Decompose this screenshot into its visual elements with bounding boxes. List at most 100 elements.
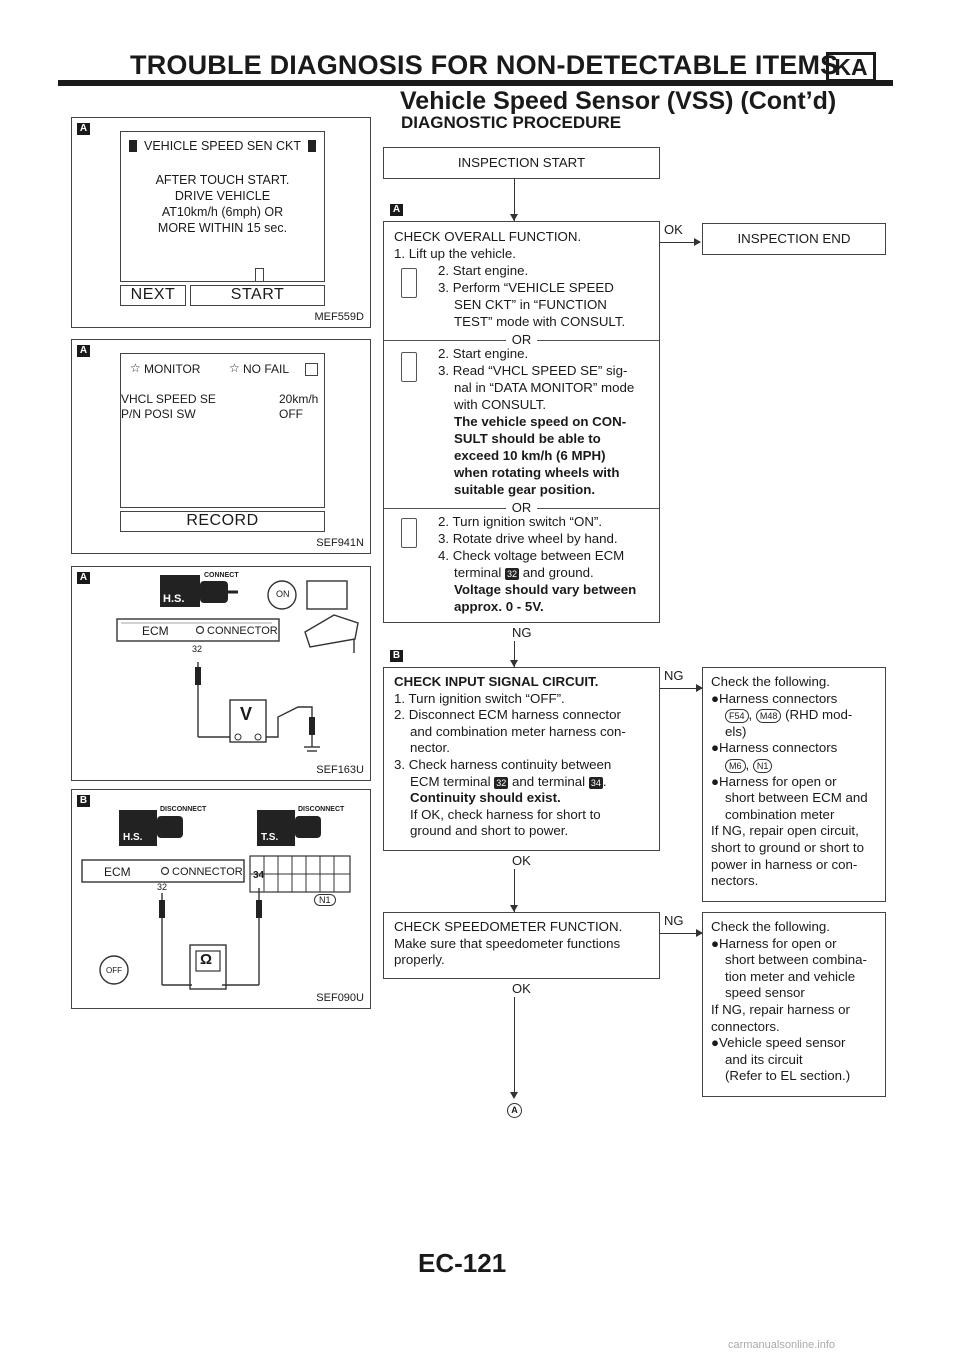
flow-connector bbox=[514, 641, 516, 667]
step-line: combination meter bbox=[725, 806, 835, 822]
terminal-sign-icon bbox=[257, 810, 295, 846]
page-header-title: TROUBLE DIAGNOSIS FOR NON-DETECTABLE ITE… bbox=[130, 50, 839, 80]
bullet-icon: ● bbox=[711, 935, 720, 951]
disconnect-label: DISCONNECT bbox=[160, 806, 207, 813]
step-line: nector. bbox=[410, 740, 450, 756]
page-number: EC-121 bbox=[418, 1248, 507, 1278]
screen-line: AFTER TOUCH START. bbox=[155, 173, 290, 187]
figure-caption: SEF941N bbox=[316, 537, 364, 549]
ng-label: NG bbox=[664, 668, 684, 683]
screen-line: MORE WITHIN 15 sec. bbox=[157, 221, 288, 235]
flow-connector bbox=[514, 997, 516, 1092]
step-text: and ground. bbox=[522, 565, 594, 580]
monitor-row-value: OFF bbox=[279, 407, 303, 421]
screen-line: AT10km/h (6mph) OR bbox=[161, 205, 284, 219]
figure-tag: A bbox=[77, 123, 90, 135]
monitor-row-value: 20km/h bbox=[279, 392, 319, 406]
step-line: 4. Check voltage between ECM bbox=[438, 548, 625, 563]
step-line: ground and short to power. bbox=[410, 823, 569, 839]
terminal-badge: 34 bbox=[588, 776, 603, 789]
monitor-label: MONITOR bbox=[144, 362, 201, 376]
connector-label: CONNECTOR bbox=[172, 866, 243, 878]
step-text: terminal bbox=[454, 565, 502, 580]
connector-plug-icon bbox=[295, 816, 321, 838]
figure-caption: MEF559D bbox=[314, 311, 364, 323]
flow-connector bbox=[660, 688, 702, 690]
bullet-icon: ● bbox=[711, 690, 720, 706]
step-line: exceed 10 km/h (6 MPH) bbox=[454, 448, 606, 463]
flow-inspection-end: INSPECTION END bbox=[702, 223, 886, 255]
step-line: 3. Rotate drive wheel by hand. bbox=[438, 531, 618, 546]
figure-continuity-check: B H.S. T.S. DISCONNECT DISCONNECT ECM CO… bbox=[71, 789, 371, 1009]
flow-step-tag: B bbox=[390, 650, 403, 662]
step-title: CHECK INPUT SIGNAL CIRCUIT. bbox=[394, 674, 599, 689]
connect-label: CONNECT bbox=[204, 572, 239, 579]
screen-line: DRIVE VEHICLE bbox=[174, 189, 271, 203]
flow-step-tag: A bbox=[390, 204, 403, 216]
header-rule bbox=[58, 80, 893, 86]
consult-tool-icon bbox=[401, 352, 417, 382]
flow-check-input-signal: CHECK INPUT SIGNAL CIRCUIT. 1. Turn igni… bbox=[383, 667, 660, 851]
step-line: If NG, repair open circuit, bbox=[711, 823, 859, 839]
flow-ng-check-harness: Check the following. ●Harness connectors… bbox=[702, 667, 886, 902]
flow-connector bbox=[660, 933, 702, 935]
off-label: OFF bbox=[106, 966, 122, 975]
start-button: START bbox=[190, 285, 325, 306]
flow-arrow-icon bbox=[510, 214, 518, 221]
step-line: 1. Turn ignition switch “OFF”. bbox=[394, 690, 565, 706]
figure-consult-data-monitor: A ☆ MONITOR ☆ NO FAIL VHCL SPEED SE 20km… bbox=[71, 339, 371, 554]
flow-arrow-icon bbox=[696, 929, 703, 937]
step-line: 3. Perform “VEHICLE SPEED bbox=[438, 280, 614, 295]
ok-label: OK bbox=[512, 853, 531, 868]
step-line: els) bbox=[725, 723, 747, 739]
bullet-item: ●Harness connectors bbox=[711, 690, 838, 706]
step-line: tion meter and vehicle bbox=[725, 968, 856, 984]
ecm-connector-box bbox=[116, 618, 280, 642]
terminal-badge: 32 bbox=[494, 776, 509, 789]
meter-label: Ω bbox=[200, 951, 213, 968]
step-line: TEST” mode with CONSULT. bbox=[454, 314, 626, 329]
bullet-item: F54, M48 (RHD mod- bbox=[711, 707, 877, 724]
bullet-icon: ● bbox=[711, 740, 720, 756]
step-line: and combination meter harness con- bbox=[410, 723, 626, 739]
ignition-key-off-icon bbox=[99, 955, 129, 985]
connector-badge: M48 bbox=[755, 709, 782, 724]
step-line: Voltage should vary between bbox=[454, 582, 637, 597]
step-text: and terminal bbox=[511, 773, 586, 789]
figure-caption: SEF090U bbox=[316, 992, 364, 1004]
ok-label: OK bbox=[512, 981, 531, 996]
ng-label: NG bbox=[664, 913, 684, 928]
flow-check-overall-function: CHECK OVERALL FUNCTION. 1. Lift up the v… bbox=[383, 221, 660, 623]
step-line: (Refer to EL section.) bbox=[725, 1068, 851, 1084]
flow-connector bbox=[660, 242, 700, 244]
flow-arrow-icon bbox=[510, 1092, 518, 1099]
step-line: 2. Start engine. bbox=[438, 263, 529, 278]
hand-pointer-icon bbox=[255, 268, 264, 282]
step-line: nal in “DATA MONITOR” mode bbox=[454, 380, 635, 395]
section-title: DIAGNOSTIC PROCEDURE bbox=[401, 113, 622, 132]
step-line: and its circuit bbox=[725, 1051, 803, 1067]
monitor-row-label: P/N POSI SW bbox=[121, 407, 196, 421]
voltage-check-diagram bbox=[116, 575, 359, 752]
figure-caption: SEF163U bbox=[316, 764, 364, 776]
step-line: 2. Disconnect ECM harness connector bbox=[394, 707, 621, 723]
star-icon: ☆ bbox=[229, 361, 240, 375]
flow-connector bbox=[514, 179, 516, 221]
flow-end-reference: A bbox=[507, 1103, 522, 1118]
figure-tag: A bbox=[77, 572, 90, 584]
step-line: properly. bbox=[394, 952, 445, 968]
step-line: short to ground or short to bbox=[711, 839, 864, 855]
step-line: short between combina- bbox=[725, 952, 867, 968]
ts-label: T.S. bbox=[261, 832, 279, 843]
step-line: nectors. bbox=[711, 873, 759, 889]
step-line: 1. Lift up the vehicle. bbox=[394, 246, 516, 261]
engine-icon bbox=[306, 580, 348, 610]
connector-plug-icon bbox=[157, 816, 183, 838]
flow-arrow-icon bbox=[694, 238, 701, 246]
step-line: power in harness or con- bbox=[711, 856, 858, 872]
screen-marker-icon bbox=[129, 140, 137, 152]
step-line: ECM terminal 32 and terminal 34. bbox=[394, 774, 649, 791]
voltmeter bbox=[229, 699, 267, 743]
step-title: CHECK OVERALL FUNCTION. bbox=[394, 229, 582, 244]
pin-label: 32 bbox=[157, 882, 168, 892]
